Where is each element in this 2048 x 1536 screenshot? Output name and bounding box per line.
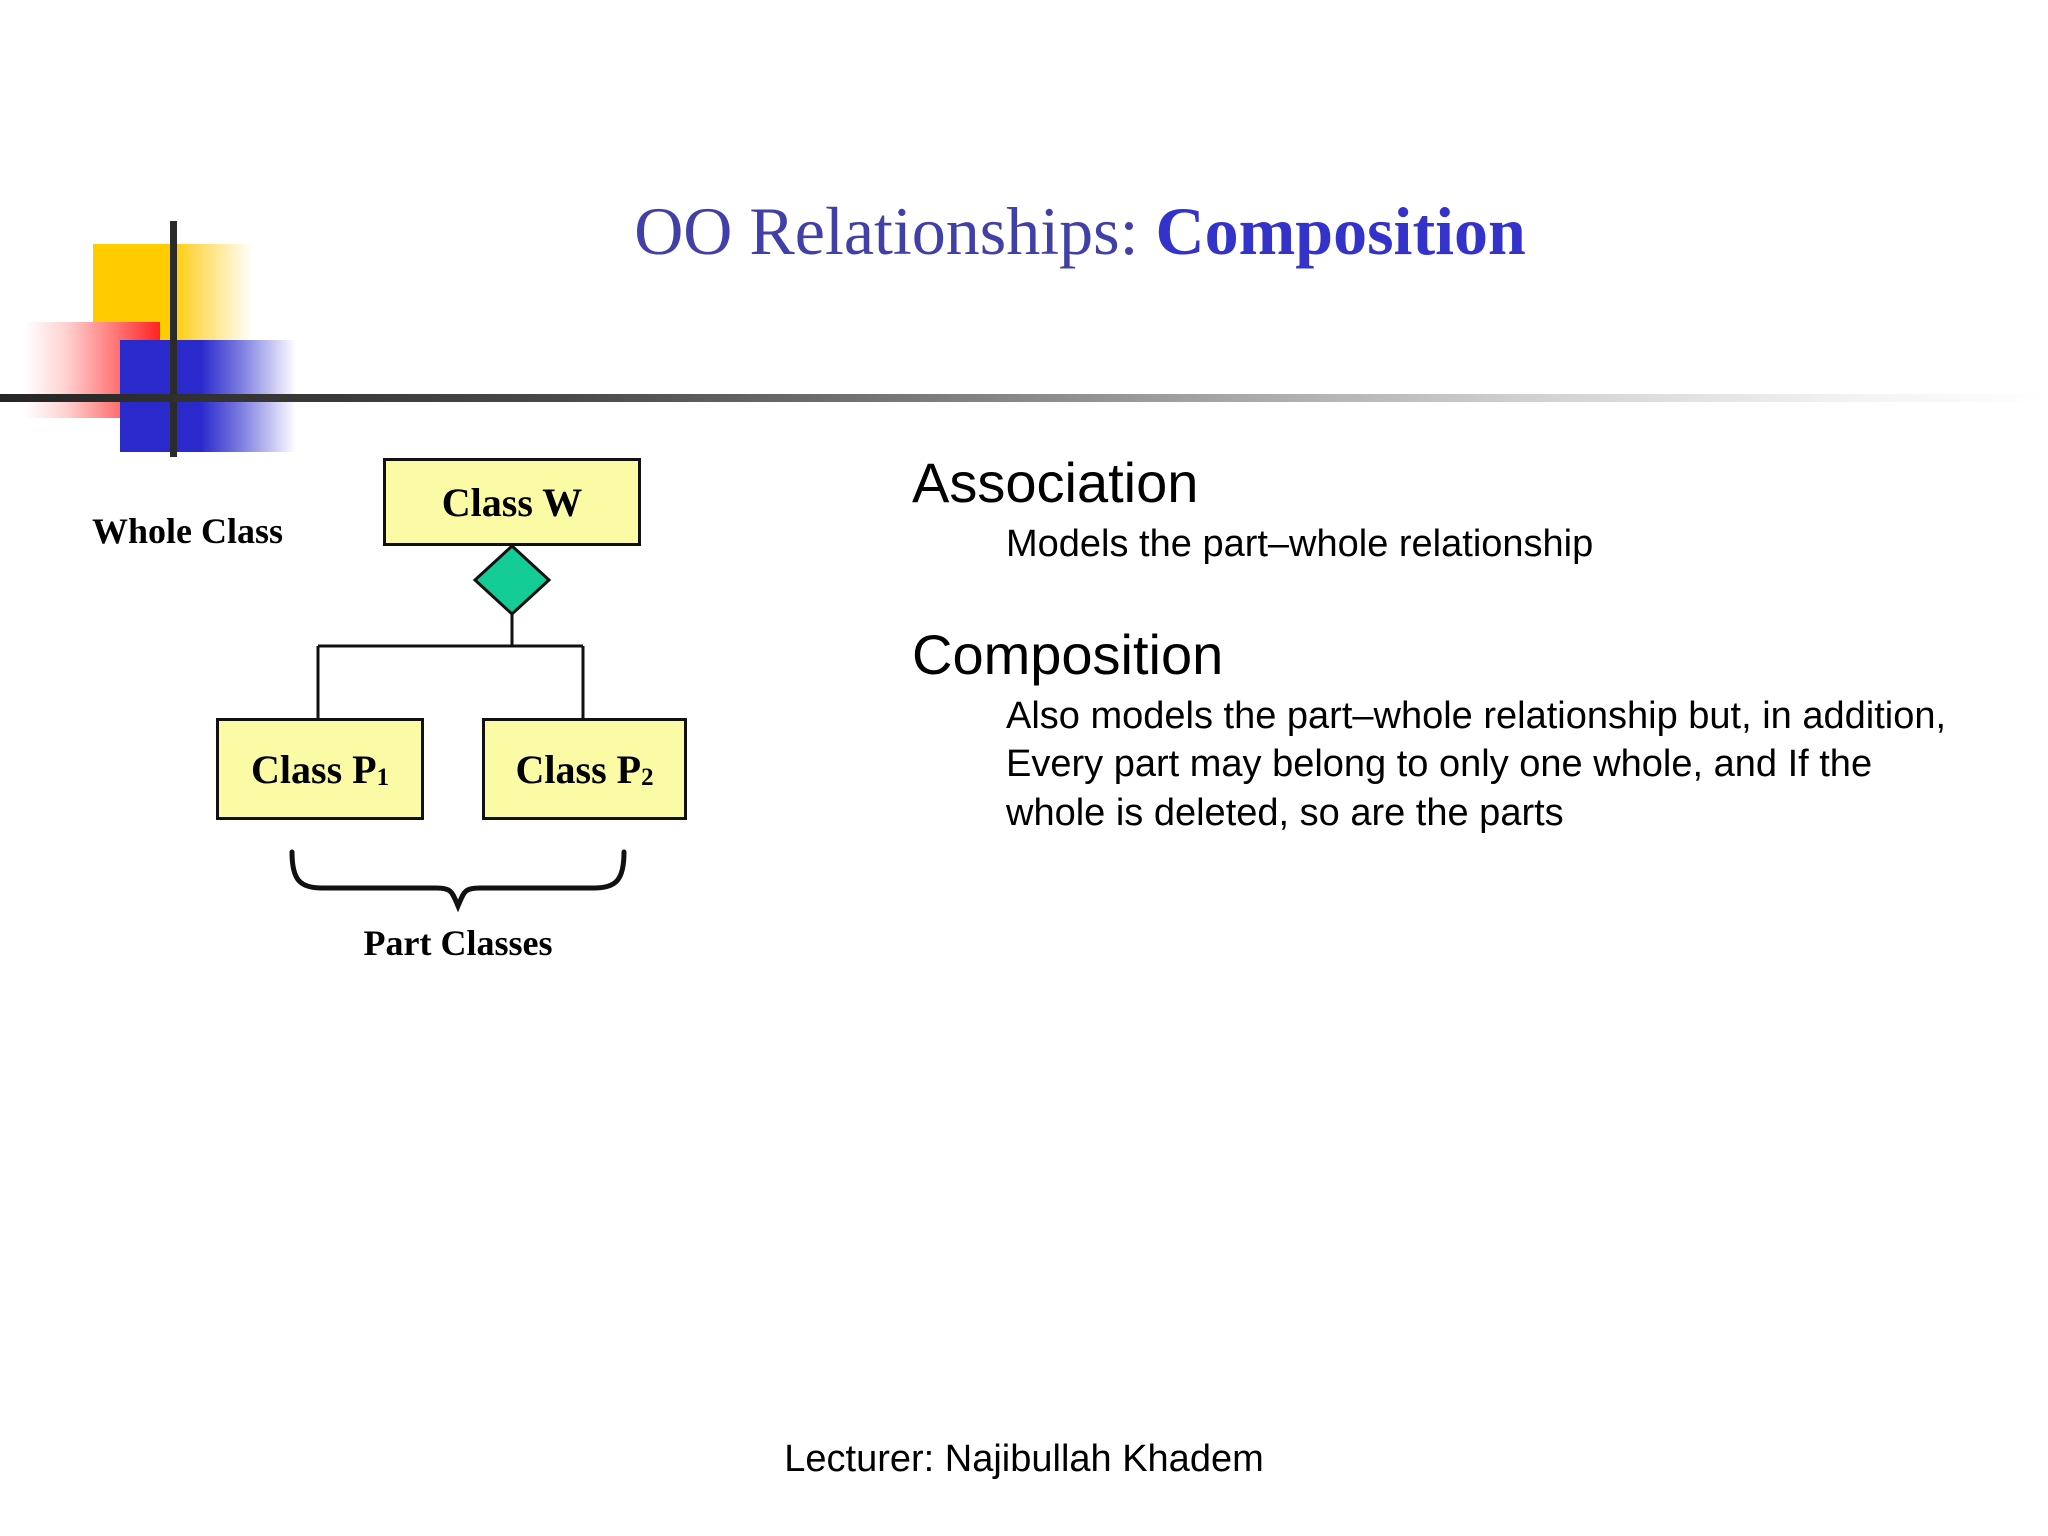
content-column: Association Models the part–whole relati… <box>912 452 1972 872</box>
bullet-body-association: Models the part–whole relationship <box>1006 522 1594 565</box>
class-box-p1-subscript: 1 <box>376 763 389 791</box>
whole-class-label: Whole Class <box>92 511 284 551</box>
title-emphasis: Composition <box>1155 193 1526 269</box>
class-box-p2-subscript: 2 <box>641 763 654 791</box>
title-prefix: OO Relationships: <box>634 193 1156 269</box>
class-box-p2-label: Class P <box>515 746 642 792</box>
class-box-w: Class W <box>383 458 641 546</box>
bullet-heading-association: Association <box>912 451 1199 514</box>
block-spacer <box>912 602 1972 624</box>
bullet-heading-composition: Composition <box>912 623 1224 687</box>
bullet-body-composition: Also models the part–whole relationship … <box>1006 694 1947 835</box>
page-title: OO Relationships: Composition <box>300 193 1860 269</box>
part-classes-label: Part Classes <box>363 923 553 963</box>
title-divider-rule <box>0 394 2048 402</box>
bullet-block-composition: Composition Also models the part–whole r… <box>912 624 1972 837</box>
part-classes-brace <box>289 849 627 913</box>
composition-diamond <box>472 543 552 617</box>
logo-vertical-rule <box>170 221 177 457</box>
class-box-p1-label: Class P <box>251 746 377 792</box>
class-box-w-label: Class W <box>441 479 583 525</box>
slide-footer: Lecturer: Najibullah Khadem <box>784 1438 1264 1480</box>
bullet-block-association: Association Models the part–whole relati… <box>912 452 1972 568</box>
